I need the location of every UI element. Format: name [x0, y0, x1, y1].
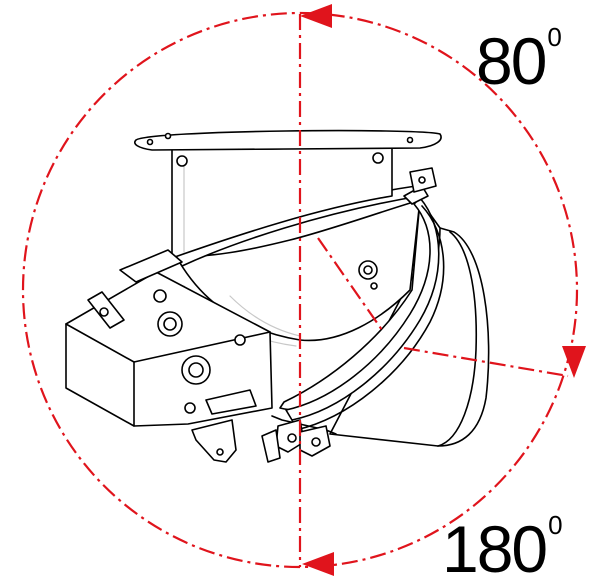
main-cylinder — [171, 141, 393, 259]
angle-top-degree: 0 — [547, 22, 562, 52]
arrowhead-bottom-icon — [302, 552, 334, 576]
rotation-path — [21, 11, 579, 569]
angle-label-bottom: 1800 — [442, 512, 563, 580]
mounting-flange — [134, 129, 442, 151]
actuator-housing — [65, 249, 273, 463]
angle-label-top: 800 — [476, 24, 562, 94]
tilted-axis — [317, 237, 383, 331]
angle-bottom-value: 180 — [442, 512, 548, 580]
arrowhead-top-icon — [300, 4, 332, 28]
angle-top-value: 80 — [476, 24, 547, 98]
arrowhead-right-icon — [562, 346, 586, 378]
rotation-circle — [21, 11, 579, 569]
damper-drawing — [65, 129, 490, 463]
angle-bottom-degree: 0 — [548, 510, 563, 540]
arrowheads — [300, 4, 586, 576]
clamp-hardware — [261, 167, 437, 463]
horizontal-axis — [403, 346, 569, 378]
